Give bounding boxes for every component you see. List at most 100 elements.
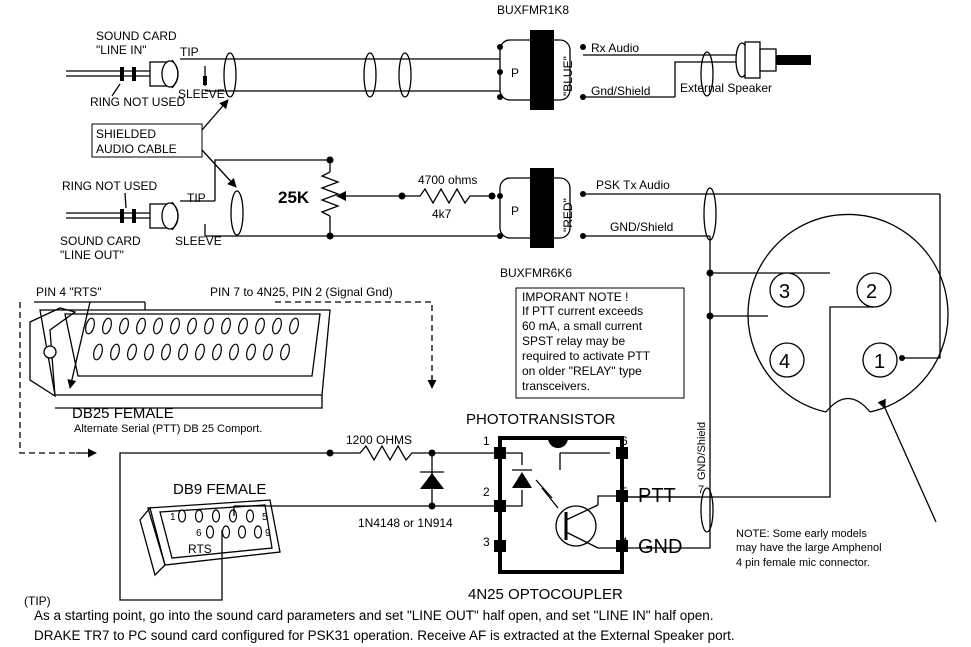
transformer-red: [497, 168, 586, 248]
mic-connector: [747, 213, 949, 413]
rts-label: RTS: [188, 542, 212, 556]
transformer-bot-p: P: [511, 204, 519, 218]
diode-1n4148: [420, 453, 444, 506]
res-4700-label: 4700 ohms: [418, 173, 477, 187]
db9-pin: [205, 525, 215, 539]
db25-pin: [161, 343, 171, 361]
res-4k7-label: 4k7: [432, 207, 452, 221]
note-line-7: transceivers.: [522, 379, 590, 393]
db25-pin: [93, 343, 103, 361]
line-in-label-2: "LINE IN": [96, 43, 147, 57]
shielded-label-1: SHIELDED: [96, 127, 156, 141]
db9-pin: [194, 509, 204, 523]
external-speaker-label: External Speaker: [680, 81, 772, 95]
tip-heading: (TIP): [24, 594, 51, 608]
db9-pin-1: 1: [170, 512, 176, 523]
resistor-4700: [398, 187, 496, 205]
potentiometer-25k: [320, 156, 402, 240]
db25-pin: [85, 317, 95, 335]
phototransistor-label: PHOTOTRANSISTOR: [466, 411, 616, 428]
db25-pins: [85, 317, 299, 361]
pin7-label: PIN 7 to 4N25, PIN 2 (Signal Gnd): [210, 285, 393, 299]
db25-pin: [255, 317, 265, 335]
line-out-plug: [66, 201, 179, 231]
line-in-label-1: SOUND CARD: [96, 29, 177, 43]
db25-pin: [263, 343, 273, 361]
note-line-1: IMPORANT NOTE !: [522, 290, 628, 304]
db25-pin: [136, 317, 146, 335]
red-label: "RED": [561, 198, 575, 232]
line-out-label-1: SOUND CARD: [60, 234, 141, 248]
db25-pin: [280, 343, 290, 361]
db9-pin: [221, 525, 231, 539]
db25-pin: [119, 317, 129, 335]
db25-pin: [246, 343, 256, 361]
psk-tx-label: PSK Tx Audio: [596, 178, 670, 192]
db25-sub-label: Alternate Serial (PTT) DB 25 Comport.: [74, 423, 262, 435]
db9-pin: [228, 509, 238, 523]
pin4-rts-label: PIN 4 "RTS": [36, 285, 102, 299]
speaker-plug: [735, 41, 811, 79]
note-line-6: on older "RELAY" type: [522, 364, 642, 378]
db9-connector: [139, 499, 281, 577]
opto-pin-4: 4: [621, 535, 628, 549]
mic-pin-3: 3: [779, 281, 790, 303]
opto-pin-2: 2: [483, 485, 490, 499]
db25-pin: [272, 317, 282, 335]
db25-pin: [195, 343, 205, 361]
opto-pin-1: 1: [483, 434, 490, 448]
gnd-label: GND: [638, 536, 682, 558]
db25-pin: [144, 343, 154, 361]
db9-pin-9: 9: [265, 528, 271, 539]
db25-pin: [204, 317, 214, 335]
db9-pin: [211, 509, 221, 523]
transformer-top-p: P: [511, 66, 519, 80]
shielded-label-2: AUDIO CABLE: [96, 142, 177, 156]
db25-pin: [170, 317, 180, 335]
gnd-shield-mid: GND/Shield: [610, 220, 673, 234]
resistor-1200: [330, 444, 500, 462]
mic-pin-4: 4: [779, 351, 790, 373]
opto-label: 4N25 OPTOCOUPLER: [468, 586, 623, 603]
opto-pin-5: 5: [621, 485, 628, 499]
mic-note-2: may have the large Amphenol: [736, 542, 882, 554]
pot-label: 25K: [278, 188, 310, 207]
ohms-1200-label: 1200 OHMS: [346, 433, 412, 447]
transformer-blue: [497, 30, 586, 110]
rx-audio-label: Rx Audio: [591, 41, 639, 55]
opto-pin-3: 3: [483, 535, 490, 549]
db25-label: DB25 FEMALE: [72, 405, 174, 422]
note-line-5: required to activate PTT: [522, 349, 651, 363]
transformer-top-label: BUXFMR1K8: [497, 3, 569, 17]
shielded-cable-box: [91, 123, 203, 158]
note-line-2: If PTT current exceeds: [522, 304, 643, 318]
gnd-shield-vertical: GND/Shield: [696, 422, 708, 480]
db25-connector: [29, 307, 331, 409]
db9-pin-6: 6: [196, 528, 202, 539]
gnd-shield-top: Gnd/Shield: [591, 84, 650, 98]
db25-pin: [102, 317, 112, 335]
sleeve-label-bot: SLEEVE: [175, 234, 222, 248]
optocoupler-4n25: [494, 436, 628, 574]
caption: DRAKE TR7 to PC sound card configured fo…: [34, 628, 735, 643]
db9-pin: [245, 509, 255, 523]
db25-pin: [229, 343, 239, 361]
important-note-box: [515, 287, 685, 399]
mic-note-1: NOTE: Some early models: [736, 528, 867, 540]
tip-label-top: TIP: [180, 45, 199, 59]
db9-label: DB9 FEMALE: [173, 481, 266, 498]
db25-pin: [238, 317, 248, 335]
db25-pin: [289, 317, 299, 335]
mic-note-3: 4 pin female mic connector.: [736, 557, 870, 569]
db25-pin: [212, 343, 222, 361]
ring-not-used-bot: RING NOT USED: [62, 179, 157, 193]
line-out-label-2: "LINE OUT": [60, 248, 124, 262]
line-in-plug: [66, 59, 179, 89]
blue-label: "BLUE": [561, 56, 575, 96]
note-line-3: 60 mA, a small current: [522, 319, 643, 333]
mic-pin-2: 2: [866, 281, 877, 303]
opto-pin-6: 6: [621, 434, 628, 448]
db25-pin: [221, 317, 231, 335]
wire-7-label: 7: [698, 484, 704, 496]
